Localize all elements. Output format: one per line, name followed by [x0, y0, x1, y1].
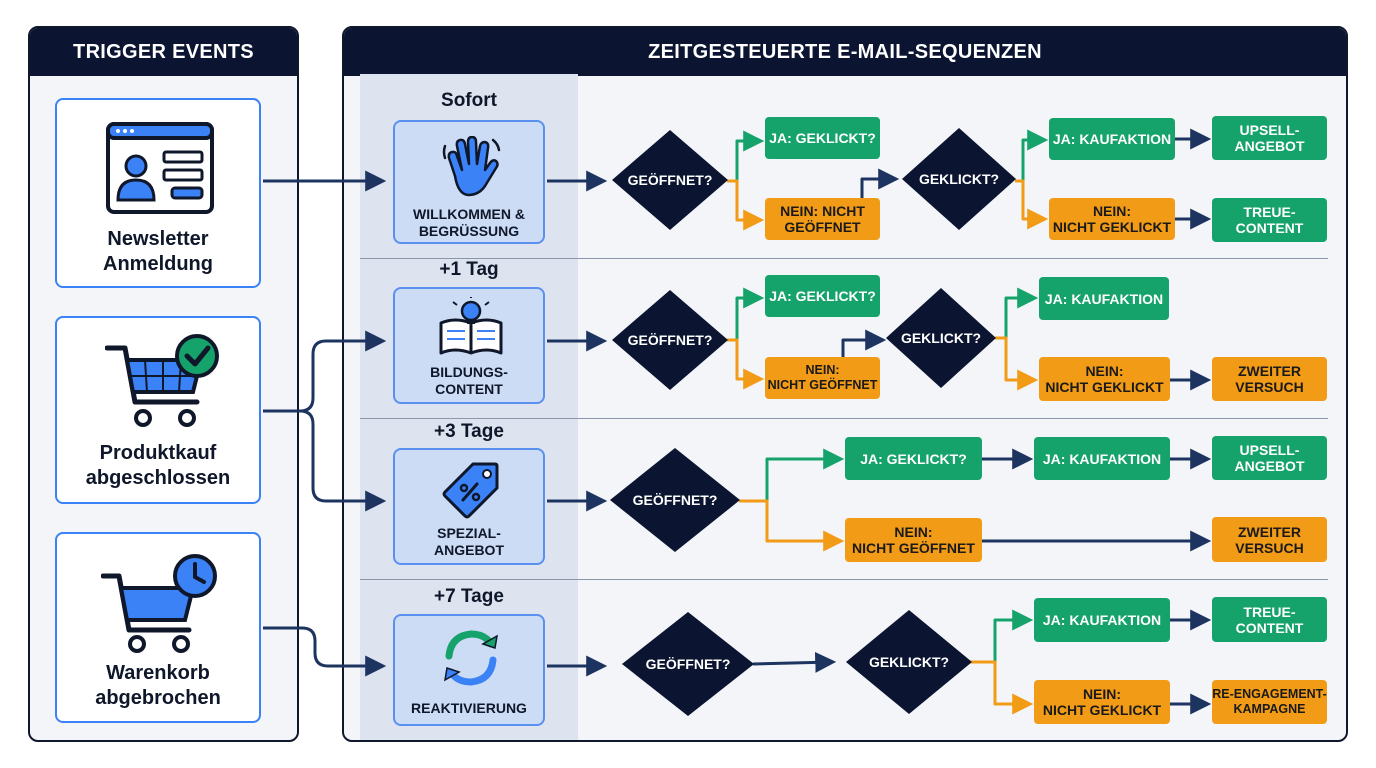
email-special-offer: SPEZIAL- ANGEBOT [393, 448, 545, 565]
cart-clock-icon [101, 554, 217, 653]
row-divider [360, 579, 1328, 580]
trigger-newsletter-signup: Newsletter Anmeldung [55, 98, 261, 288]
email-welcome-label: WILLKOMMEN & BEGRÜSSUNG [413, 206, 525, 239]
email-welcome: WILLKOMMEN & BEGRÜSSUNG [393, 120, 545, 244]
action-loyalty-content: TREUE- CONTENT [1212, 597, 1327, 642]
trigger-cart-abandoned: Warenkorb abgebrochen [55, 532, 261, 723]
outcome-yes-clicked: JA: GEKLICKT? [765, 117, 880, 159]
email-educational-label: BILDUNGS- CONTENT [430, 364, 508, 397]
email-special-offer-label: SPEZIAL- ANGEBOT [434, 525, 504, 558]
refresh-icon [444, 630, 498, 686]
action-loyalty-content: TREUE- CONTENT [1212, 198, 1327, 242]
outcome-yes-purchase: JA: KAUFAKTION [1039, 277, 1169, 320]
newsletter-signup-icon [106, 122, 214, 214]
decision-opened: GEÖFFNET? [612, 290, 728, 390]
email-reactivation-label: REAKTIVIERUNG [411, 700, 527, 716]
stage-time-day7: +7 Tage [434, 586, 504, 607]
stage-time-day1: +1 Tag [439, 259, 499, 280]
outcome-yes-purchase: JA: KAUFAKTION [1034, 437, 1170, 480]
decision-opened: GEÖFFNET? [610, 448, 740, 552]
stage-time-immediate: Sofort [441, 90, 497, 111]
outcome-yes-purchase: JA: KAUFAKTION [1034, 598, 1170, 642]
stage-time-day3: +3 Tage [434, 421, 504, 442]
decision-opened: GEÖFFNET? [622, 612, 754, 716]
action-upsell-offer: UPSELL- ANGEBOT [1212, 436, 1327, 480]
action-second-try: ZWEITER VERSUCH [1212, 517, 1327, 562]
book-lightbulb-icon [439, 297, 503, 355]
outcome-no-clicked: NEIN: NICHT GEKLICKT [1034, 680, 1170, 724]
waving-hand-icon [442, 136, 501, 197]
outcome-yes-clicked: JA: GEKLICKT? [845, 437, 982, 480]
action-second-try: ZWEITER VERSUCH [1212, 357, 1327, 401]
outcome-no-opened: NEIN: NICHT GEÖFFNET [845, 518, 982, 562]
trigger-newsletter-label: Newsletter Anmeldung [103, 228, 213, 275]
outcome-no-opened: NEIN: NICHT GEÖFFNET [765, 357, 880, 399]
cart-check-icon [105, 334, 219, 427]
decision-opened: GEÖFFNET? [612, 130, 728, 230]
decision-clicked: GEKLICKT? [902, 128, 1016, 230]
email-sequences-title: ZEITGESTEUERTE E-MAIL-SEQUENZEN [344, 28, 1346, 76]
action-upsell-offer: UPSELL- ANGEBOT [1212, 116, 1327, 160]
discount-tag-icon [442, 462, 499, 519]
trigger-cart-label: Warenkorb abgebrochen [95, 662, 221, 709]
trigger-purchase-completed: Produktkauf abgeschlossen [55, 316, 261, 504]
outcome-yes-purchase: JA: KAUFAKTION [1049, 118, 1175, 160]
row-divider [360, 258, 1328, 259]
row-divider [360, 418, 1328, 419]
outcome-no-opened: NEIN: NICHT GEÖFFNET [765, 198, 880, 240]
email-educational: BILDUNGS- CONTENT [393, 287, 545, 404]
email-reactivation: REAKTIVIERUNG [393, 614, 545, 726]
trigger-events-title: TRIGGER EVENTS [30, 28, 297, 76]
decision-clicked: GEKLICKT? [846, 610, 972, 714]
outcome-no-clicked: NEIN: NICHT GEKLICKT [1039, 357, 1170, 401]
action-reengagement-campaign: RE-ENGAGEMENT- KAMPAGNE [1212, 680, 1327, 724]
outcome-yes-clicked: JA: GEKLICKT? [765, 275, 880, 317]
trigger-purchase-label: Produktkauf abgeschlossen [85, 442, 231, 489]
outcome-no-clicked: NEIN: NICHT GEKLICKT [1049, 198, 1175, 240]
decision-clicked: GEKLICKT? [886, 288, 996, 388]
